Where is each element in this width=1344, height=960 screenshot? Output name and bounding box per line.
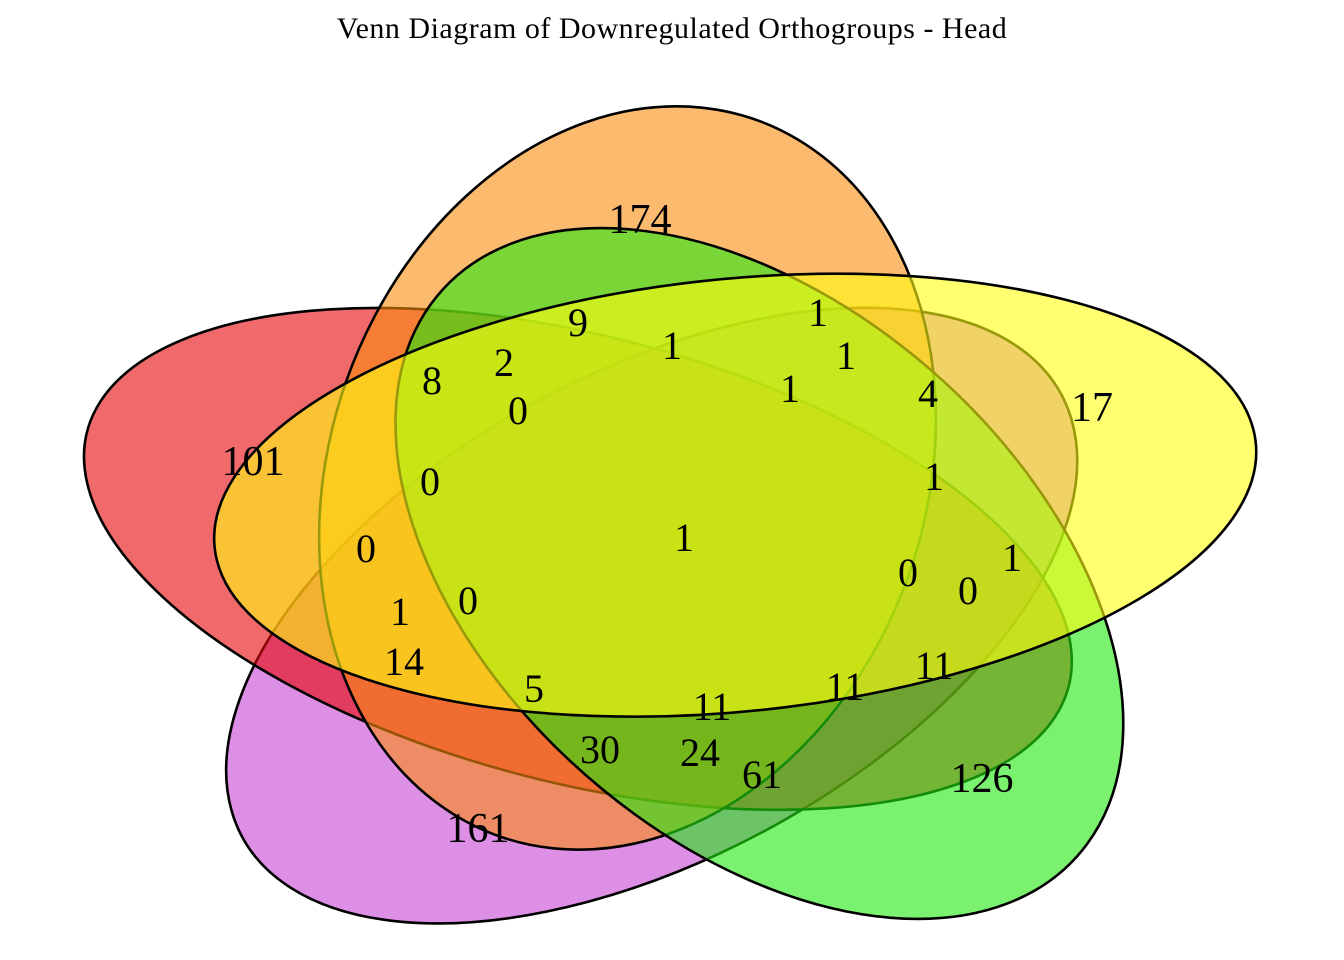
region-value: 1 <box>808 290 828 335</box>
region-value: 5 <box>524 666 544 711</box>
region-value: 11 <box>692 684 732 729</box>
region-value: 17 <box>1071 385 1113 431</box>
region-value: 0 <box>958 568 978 613</box>
region-value: 1 <box>836 333 856 378</box>
region-value: 30 <box>580 727 620 772</box>
region-value: 1 <box>662 323 682 368</box>
region-value: 0 <box>508 388 528 433</box>
region-value: 161 <box>446 806 510 852</box>
region-value: 61 <box>742 752 782 797</box>
region-value: 0 <box>420 459 440 504</box>
region-value: 2 <box>494 340 514 385</box>
region-value: 0 <box>458 578 478 623</box>
region-value: 1 <box>674 515 694 560</box>
figure-title: Venn Diagram of Downregulated Orthogroup… <box>336 12 1008 45</box>
region-value: 14 <box>384 639 424 684</box>
region-value: 9 <box>568 300 588 345</box>
region-value: 4 <box>918 371 938 416</box>
region-value: 11 <box>914 643 954 688</box>
venn-ellipse-yellow <box>164 219 1306 772</box>
region-value: 8 <box>422 358 442 403</box>
region-value: 24 <box>680 730 720 775</box>
region-value: 1 <box>390 589 410 634</box>
region-value: 1 <box>780 366 800 411</box>
region-value: 1 <box>924 454 944 499</box>
region-value: 0 <box>898 550 918 595</box>
region-value: 126 <box>950 756 1014 802</box>
region-value: 174 <box>608 197 672 243</box>
region-value: 11 <box>825 664 865 709</box>
region-value: 0 <box>356 526 376 571</box>
region-value: 101 <box>221 439 285 485</box>
region-value: 1 <box>1002 535 1022 580</box>
